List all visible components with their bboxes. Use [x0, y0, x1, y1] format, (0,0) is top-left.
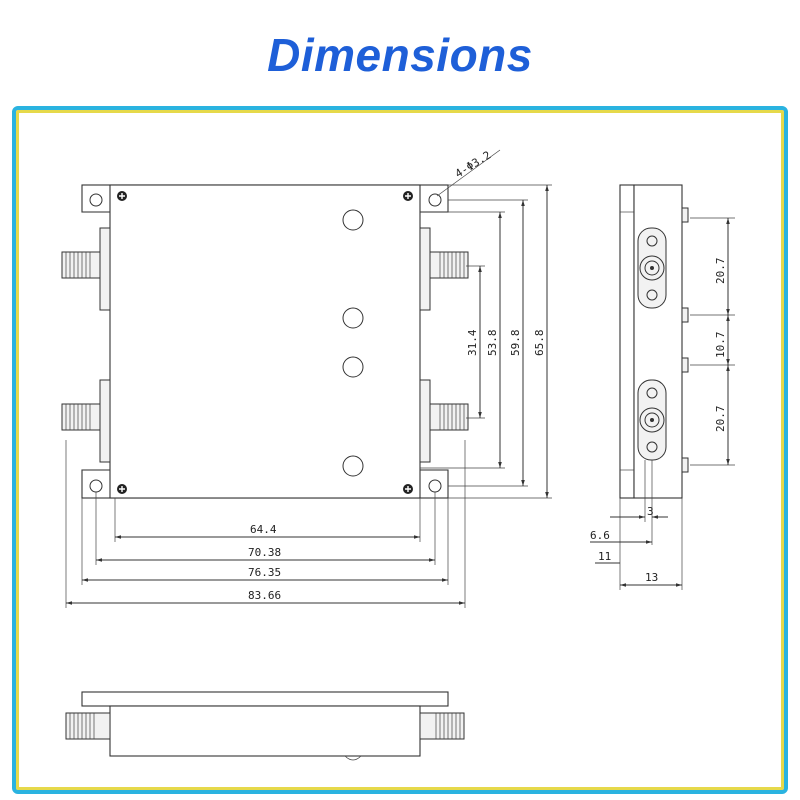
- page-title: Dimensions: [267, 29, 533, 81]
- dim-64-4: 64.4: [250, 523, 277, 536]
- mount-hole-icon: [89, 193, 103, 207]
- sma-connector-icon: [637, 227, 667, 461]
- dim-20-7-bottom: 20.7: [714, 406, 727, 433]
- sma-connector-icon: [61, 251, 101, 431]
- hole-callout: 4-Φ3.2: [453, 148, 494, 180]
- dim-6-6: 6.6: [590, 529, 610, 542]
- side-view: 20.7 10.7 20.7 3 6.6 11 13: [590, 184, 735, 590]
- dim-20-7-top: 20.7: [714, 258, 727, 285]
- dim-76-35: 76.35: [248, 566, 281, 579]
- dim-10-7: 10.7: [714, 332, 727, 359]
- dim-53-8: 53.8: [486, 330, 499, 357]
- dim-59-8: 59.8: [509, 330, 522, 357]
- dim-70-38: 70.38: [248, 546, 281, 559]
- mount-hole-icon: [428, 193, 442, 207]
- front-view: 4-Φ3.2 64.4 70.38 76.35 83.66 31.4 53.8 …: [61, 148, 552, 608]
- main-body: [109, 184, 421, 499]
- dim-3: 3: [647, 505, 654, 518]
- dim-31-4: 31.4: [466, 329, 479, 356]
- sma-connector-icon: [429, 251, 469, 431]
- dim-11: 11: [598, 550, 611, 563]
- screw-icon: [117, 191, 413, 494]
- dim-13: 13: [645, 571, 658, 584]
- dim-65-8: 65.8: [533, 330, 546, 357]
- bottom-view: [65, 691, 465, 761]
- sma-connector-icon: [65, 712, 465, 740]
- dim-83-66: 83.66: [248, 589, 281, 602]
